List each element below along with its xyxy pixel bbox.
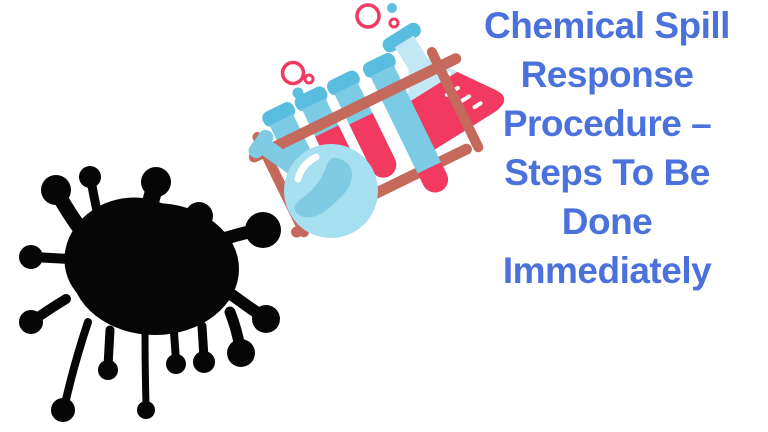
chemistry-illustration — [248, 3, 505, 238]
title-line-2: Response — [520, 54, 694, 95]
flask-liquid — [407, 71, 505, 158]
rack-right-post — [426, 47, 484, 153]
tube-cap — [262, 102, 296, 127]
bubble-ring-icon — [355, 3, 381, 29]
tube-liquid — [349, 113, 397, 178]
flask-neck — [255, 137, 305, 178]
splat-drop — [252, 305, 280, 333]
splat-drop — [19, 310, 43, 334]
splat-drip — [141, 330, 150, 408]
splat-drop — [245, 212, 281, 248]
splat-drip-tip — [137, 401, 155, 419]
bubble-ring-icon — [280, 60, 306, 86]
title-line-5: Done — [561, 201, 653, 242]
bubble-dot-icon — [292, 87, 304, 99]
splat-drop — [19, 245, 43, 269]
bubble-ring-icon — [388, 17, 400, 29]
title-line-1: Chemical Spill — [484, 5, 730, 46]
flask-mouth — [248, 129, 274, 159]
bubble-dot-icon — [387, 3, 397, 13]
title-line-3: Procedure – — [502, 103, 712, 144]
bubble-ring-icon — [303, 73, 315, 85]
splat-nub — [185, 202, 213, 230]
round-bottom-flask — [248, 129, 378, 238]
title-line-6: Immediately — [502, 250, 712, 291]
tube-liquid — [417, 162, 449, 193]
title-line-4: Steps To Be — [504, 152, 710, 193]
page-title: Chemical Spill Response Procedure – Step… — [446, 1, 768, 295]
splat-drip-tip — [193, 351, 215, 373]
flask-rim — [382, 22, 421, 53]
splat-drip — [61, 318, 92, 408]
bubbles-left — [280, 60, 315, 99]
splat-drip-tip — [227, 339, 255, 367]
splat-drip-tip — [166, 354, 186, 374]
splat-drop — [141, 167, 171, 197]
ink-splat-graphic — [19, 166, 281, 422]
rack-top-rail — [248, 53, 462, 163]
tube-cap — [326, 70, 360, 96]
flask-shine — [294, 153, 320, 183]
splat-drop — [79, 166, 101, 188]
splat-drop — [41, 175, 71, 205]
tube-cap — [294, 86, 328, 111]
ink-splat — [19, 166, 281, 422]
splat-drip-tip — [51, 398, 75, 422]
bubbles-top — [355, 3, 400, 29]
splat-drip-tip — [98, 360, 118, 380]
tube-cap — [362, 53, 396, 78]
flask-liquid-swirl — [294, 157, 353, 218]
